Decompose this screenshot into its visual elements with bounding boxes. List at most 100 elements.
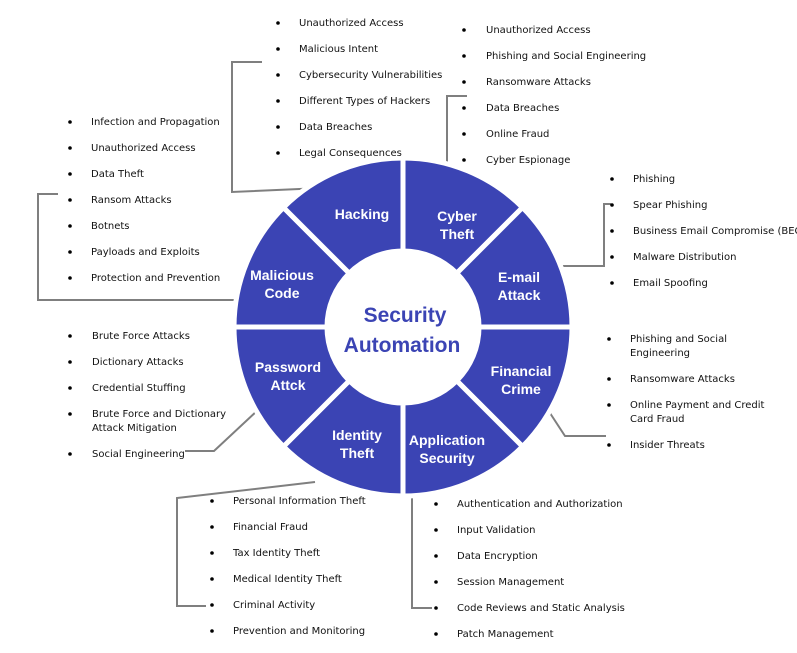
bullet-icon: [434, 580, 438, 584]
segment-label-password-attack: Attck: [270, 377, 305, 393]
bullet-icon: [607, 377, 611, 381]
bullet-icon: [610, 281, 614, 285]
center-title-line1: Security: [364, 304, 447, 327]
bullet-icon: [610, 229, 614, 233]
list-item: Engineering: [630, 348, 690, 359]
bullet-icon: [210, 525, 214, 529]
list-item: Business Email Compromise (BEC: [633, 226, 797, 237]
segment-label-identity-theft: Theft: [340, 445, 375, 461]
list-item: Payloads and Exploits: [91, 247, 200, 258]
list-item: Spear Phishing: [633, 200, 707, 211]
bullet-icon: [210, 499, 214, 503]
list-item: Credential Stuffing: [92, 383, 186, 394]
connector-financial-crime: [547, 409, 606, 437]
list-item: Protection and Prevention: [91, 273, 220, 284]
bullet-icon: [210, 577, 214, 581]
bullet-icon: [607, 403, 611, 407]
bullet-icon: [68, 386, 72, 390]
connector-identity-theft: [176, 481, 316, 607]
list-item: Financial Fraud: [233, 522, 308, 533]
segment-label-application-security: Application: [409, 432, 485, 448]
bullet-icon: [434, 606, 438, 610]
list-item: Botnets: [91, 221, 130, 232]
list-item: Malware Distribution: [633, 252, 736, 263]
list-item: Online Fraud: [486, 129, 549, 140]
list-financial-crime: Phishing and SocialEngineeringRansomware…: [607, 334, 765, 451]
bullet-icon: [68, 452, 72, 456]
bullet-icon: [610, 255, 614, 259]
list-item: Attack Mitigation: [92, 423, 177, 434]
bullet-icon: [276, 151, 280, 155]
list-item: Personal Information Theft: [233, 496, 366, 507]
bullet-icon: [434, 554, 438, 558]
segment-label-cyber-theft: Cyber: [437, 208, 477, 224]
list-item: Brute Force and Dictionary: [92, 409, 226, 420]
segment-label-cyber-theft: Theft: [440, 226, 475, 242]
list-item: Insider Threats: [630, 440, 705, 451]
list-item: Dictionary Attacks: [92, 357, 184, 368]
list-item: Malicious Intent: [299, 44, 378, 55]
list-item: Patch Management: [457, 629, 554, 640]
list-item: Ransom Attacks: [91, 195, 172, 206]
list-item: Cyber Espionage: [486, 155, 570, 166]
list-item: Cybersecurity Vulnerabilities: [299, 70, 442, 81]
bullet-icon: [276, 99, 280, 103]
segment-label-password-attack: Password: [255, 359, 321, 375]
list-item: Criminal Activity: [233, 600, 315, 611]
list-item: Email Spoofing: [633, 278, 708, 289]
bullet-icon: [276, 125, 280, 129]
center-hub: [327, 251, 479, 403]
bullet-icon: [276, 47, 280, 51]
connector-lines: [37, 61, 611, 609]
bullet-icon: [210, 629, 214, 633]
connector-malicious-code: [37, 193, 235, 301]
list-item: Brute Force Attacks: [92, 331, 190, 342]
bullet-icon: [434, 632, 438, 636]
list-item: Data Breaches: [486, 103, 559, 114]
segment-label-email-attack: Attack: [498, 287, 541, 303]
list-item: Session Management: [457, 577, 564, 588]
list-item: Unauthorized Access: [486, 25, 591, 36]
list-item: Phishing: [633, 174, 675, 185]
segment-label-email-attack: E-mail: [498, 269, 540, 285]
list-item: Phishing and Social: [630, 334, 727, 345]
bullet-icon: [462, 132, 466, 136]
list-item: Infection and Propagation: [91, 117, 220, 128]
list-item: Data Encryption: [457, 551, 538, 562]
list-item: Card Fraud: [630, 414, 685, 425]
list-item: Unauthorized Access: [91, 143, 196, 154]
segment-label-hacking: Hacking: [335, 206, 389, 222]
bullet-icon: [68, 172, 72, 176]
list-item: Ransomware Attacks: [486, 77, 591, 88]
list-item: Online Payment and Credit: [630, 400, 765, 411]
bullet-icon: [434, 528, 438, 532]
connector-password-attack: [185, 409, 259, 452]
bullet-icon: [68, 146, 72, 150]
bullet-icon: [607, 337, 611, 341]
list-item: Legal Consequences: [299, 148, 402, 159]
list-item: Authentication and Authorization: [457, 499, 623, 510]
list-item: Prevention and Monitoring: [233, 626, 365, 637]
list-item: Ransomware Attacks: [630, 374, 735, 385]
segment-label-identity-theft: Identity: [332, 427, 382, 443]
list-item: Different Types of Hackers: [299, 96, 430, 107]
list-item: Input Validation: [457, 525, 535, 536]
bullet-icon: [462, 106, 466, 110]
bullet-icon: [434, 502, 438, 506]
connector-cyber-theft: [446, 95, 467, 177]
bullet-icon: [68, 250, 72, 254]
list-item: Phishing and Social Engineering: [486, 51, 646, 62]
bullet-icon: [68, 224, 72, 228]
list-item: Code Reviews and Static Analysis: [457, 603, 625, 614]
bullet-icon: [68, 120, 72, 124]
bullet-icon: [276, 73, 280, 77]
